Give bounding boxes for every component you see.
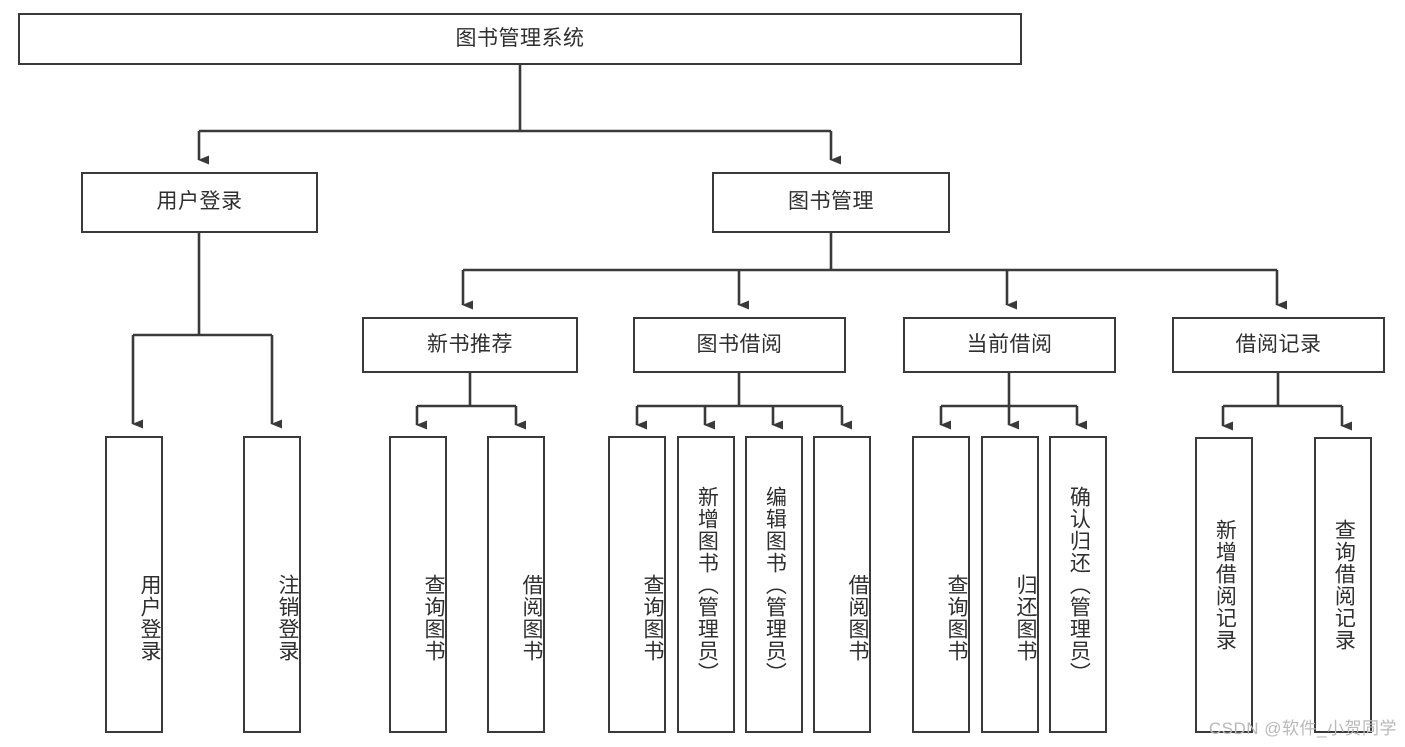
node-label: 查询图书 [641,573,664,662]
node-label: 图书管理 [788,190,874,214]
node-label: 借阅记录 [1235,332,1322,356]
node-user-login[interactable]: 用户登录 [81,172,318,233]
node-label: 新书推荐 [427,332,513,356]
node-book-management[interactable]: 图书管理 [712,172,950,233]
node-label: 归还图书 [1014,573,1037,662]
node-label: 用户登录 [156,190,243,214]
node-label: 借阅图书 [520,573,543,662]
node-label: 借阅图书 [846,573,869,662]
node-label: 编辑图书（管理员） [763,485,787,684]
leaf-edit-book[interactable]: 编辑图书（管理员） [745,436,803,733]
node-book-borrow[interactable]: 图书借阅 [633,317,846,373]
leaf-logout-login[interactable]: 注销登录 [243,436,301,733]
leaf-query-record[interactable]: 查询借阅记录 [1314,437,1372,733]
csdn-watermark: CSDN @软件_小贺同学 [1208,719,1397,738]
node-label: 注销登录 [276,573,299,662]
node-current-borrow[interactable]: 当前借阅 [903,317,1116,373]
leaf-add-book[interactable]: 新增图书（管理员） [677,436,735,733]
node-label: 确认归还（管理员） [1067,485,1091,684]
leaf-return-book[interactable]: 归还图书 [981,436,1039,733]
node-label: 图书借阅 [696,332,783,356]
node-label: 新增图书（管理员） [695,485,719,684]
leaf-confirm-return[interactable]: 确认归还（管理员） [1049,436,1107,733]
node-book-management-system[interactable]: 图书管理系统 [18,13,1022,65]
node-label: 图书管理系统 [455,26,585,50]
leaf-borrow-book-1[interactable]: 借阅图书 [487,436,545,733]
leaf-borrow-book-2[interactable]: 借阅图书 [813,436,871,733]
leaf-query-book-3[interactable]: 查询图书 [912,436,970,733]
leaf-add-record[interactable]: 新增借阅记录 [1195,437,1253,733]
node-borrow-record[interactable]: 借阅记录 [1172,317,1385,373]
node-label: 查询图书 [422,573,445,662]
node-label: 查询图书 [945,573,968,662]
leaf-query-book-2[interactable]: 查询图书 [608,436,666,733]
leaf-query-book-1[interactable]: 查询图书 [389,436,447,733]
node-label: 查询借阅记录 [1332,519,1356,651]
node-label: 新增借阅记录 [1213,519,1237,651]
leaf-user-login[interactable]: 用户登录 [105,436,163,733]
node-label: 用户登录 [138,573,161,662]
node-label: 当前借阅 [966,332,1053,356]
node-new-book-recommend[interactable]: 新书推荐 [362,317,578,373]
